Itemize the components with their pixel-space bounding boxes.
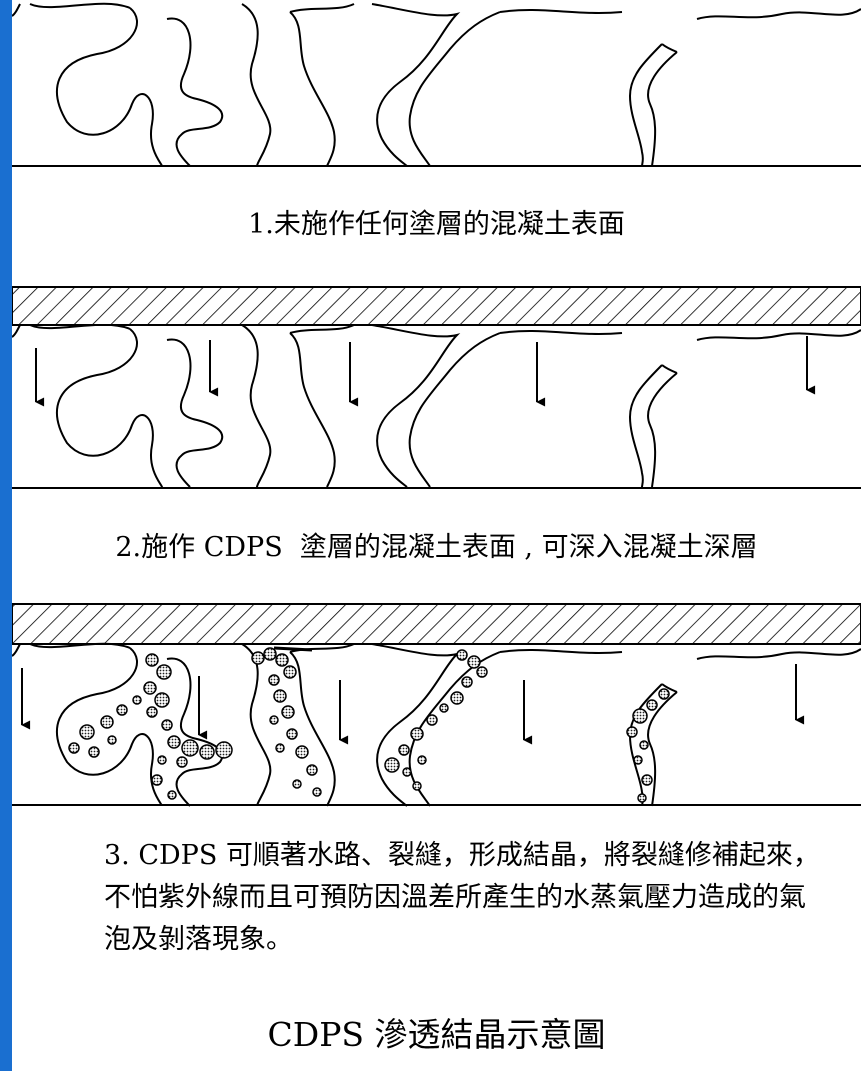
caption-panel-2: 2.施作 CDPS 塗層的混凝土表面 , 可深入混凝土深層 [115, 532, 758, 563]
crystal-particles [68, 647, 670, 803]
diagram-title: CDPS 滲透結晶示意圖 [267, 1015, 606, 1054]
diagram-frame: 1.未施作任何塗層的混凝土表面 2.施作 CDPS 塗層的混凝土表面 , 可深入… [12, 0, 861, 1071]
penetration-arrows-panel-3 [21, 664, 805, 745]
panel-1-untreated-concrete [12, 2, 861, 168]
cdps-coating-layer-3 [12, 603, 861, 645]
cdps-diagram [12, 2, 861, 807]
panel-2-cdps-coated-concrete [12, 286, 861, 489]
caption-panel-1: 1.未施作任何塗層的混凝土表面 [248, 209, 625, 240]
panel-3-crystallized-cracks [12, 603, 861, 807]
cdps-coating-layer [12, 286, 861, 326]
penetration-arrows-panel-2 [35, 336, 816, 407]
caption-panel-3: 3. CDPS 可順著水路、裂縫，形成結晶，將裂縫修補起來，不怕紫外線而且可預防… [104, 840, 820, 955]
